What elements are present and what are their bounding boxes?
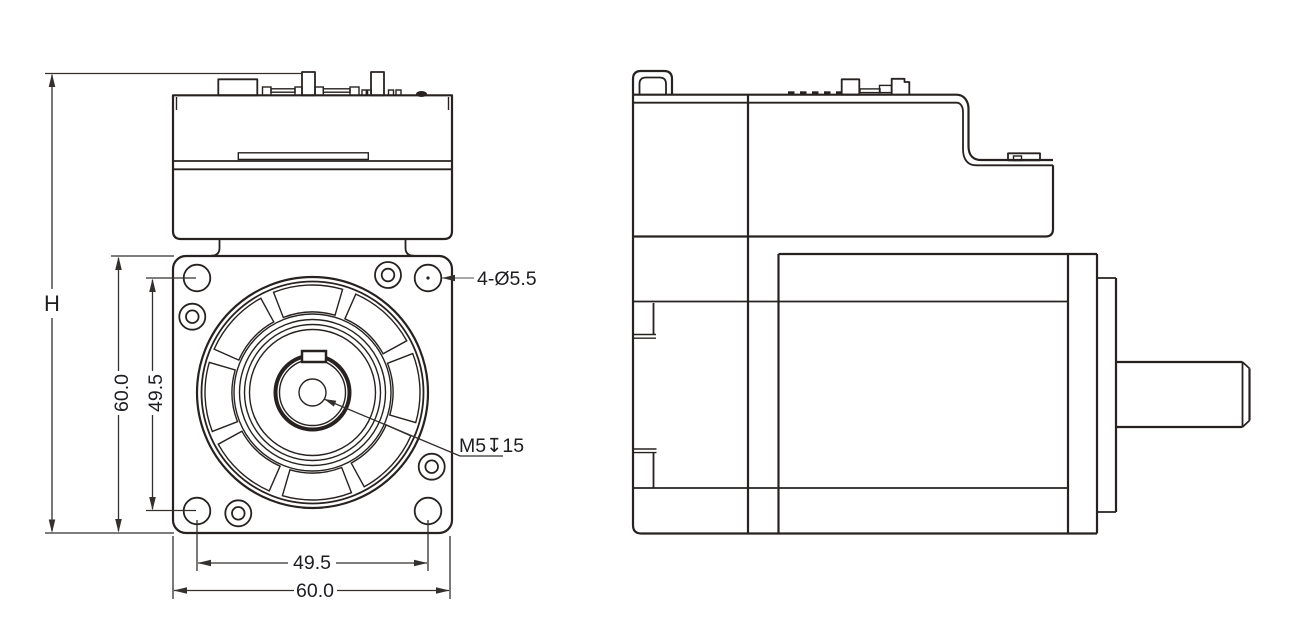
rib-cutout bbox=[217, 430, 282, 492]
shaft-tapped-hole bbox=[298, 378, 327, 407]
cover-step-outer bbox=[956, 93, 1053, 162]
dim-label-hole-spacing-v: 49.5 bbox=[145, 374, 167, 412]
button-dome bbox=[416, 91, 427, 97]
side-motor-body bbox=[634, 252, 1099, 534]
flange-rib-cutouts bbox=[204, 284, 421, 501]
connector-foot bbox=[349, 86, 360, 97]
dim-label-flange-width: 60.0 bbox=[296, 580, 334, 602]
side-connector-b bbox=[890, 77, 911, 95]
dimension-hole-spacing-vertical: 49.5 bbox=[145, 277, 196, 512]
shaft-circle bbox=[273, 353, 352, 432]
front-view: H 60.0 49.5 49.5 bbox=[44, 71, 537, 602]
dim-label-hole-spacing-h: 49.5 bbox=[293, 552, 331, 574]
rear-clip-slot-lower bbox=[634, 448, 657, 488]
ledge-connector bbox=[1007, 152, 1041, 162]
side-view bbox=[631, 69, 1251, 535]
side-driver-housing bbox=[631, 69, 1055, 238]
callout-shaft-tap: M5↧15 bbox=[323, 398, 524, 457]
side-rear-housing bbox=[631, 94, 1097, 535]
shaft-chamfer-bottom bbox=[1241, 419, 1251, 428]
mounting-hole-top-right bbox=[413, 263, 443, 293]
dimension-overall-height: H bbox=[44, 72, 302, 534]
nameplate bbox=[237, 152, 370, 161]
connector-foot bbox=[314, 86, 325, 97]
side-connector-a bbox=[840, 78, 861, 96]
front-motor-flange bbox=[171, 254, 454, 535]
cover-bottom bbox=[633, 165, 1055, 238]
dim-label-flange-height: 60.0 bbox=[111, 374, 133, 412]
dim-label-h: H bbox=[44, 291, 60, 316]
shaft-chamfer-top bbox=[1241, 361, 1251, 370]
front-driver-housing bbox=[171, 71, 454, 257]
callout-mounting-holes: 4-Ø5.5 bbox=[442, 268, 537, 290]
hole-center-mark bbox=[426, 276, 430, 280]
side-shaft bbox=[1116, 360, 1251, 429]
rib-cutout bbox=[213, 297, 275, 362]
callout-label-mounting-holes: 4-Ø5.5 bbox=[477, 268, 537, 290]
rib-cutout bbox=[386, 352, 421, 424]
front-top-connectors bbox=[217, 71, 427, 97]
rib-cutout bbox=[204, 361, 239, 433]
shaft-keyway bbox=[300, 349, 328, 364]
rib-cutout bbox=[272, 284, 344, 319]
connector-foot bbox=[294, 86, 303, 97]
side-pilot-boss bbox=[1097, 277, 1118, 513]
connector-wide bbox=[217, 78, 259, 97]
neck-right bbox=[404, 239, 415, 257]
neck-left bbox=[210, 239, 221, 257]
dimension-flange-height: 60.0 bbox=[111, 255, 174, 533]
connector-tall-2 bbox=[370, 71, 385, 97]
side-handle-clip bbox=[631, 69, 674, 95]
connector-foot bbox=[261, 86, 272, 97]
connector-tall-1 bbox=[301, 71, 316, 97]
dimension-hole-spacing-horizontal: 49.5 bbox=[196, 520, 429, 574]
flange-outline bbox=[171, 254, 454, 535]
side-top-connectors bbox=[788, 77, 1041, 162]
flange-boss-circles bbox=[195, 275, 430, 510]
rear-clip-slot-upper bbox=[634, 303, 656, 339]
dimension-flange-width: 60.0 bbox=[172, 536, 451, 602]
callout-label-shaft-tap: M5↧15 bbox=[459, 435, 524, 457]
shaft-end bbox=[273, 349, 352, 432]
rib-cutout bbox=[343, 293, 408, 355]
rib-cutout bbox=[281, 466, 353, 501]
assembly-screw-holes bbox=[178, 261, 446, 528]
cover-step-inner bbox=[956, 101, 1053, 167]
